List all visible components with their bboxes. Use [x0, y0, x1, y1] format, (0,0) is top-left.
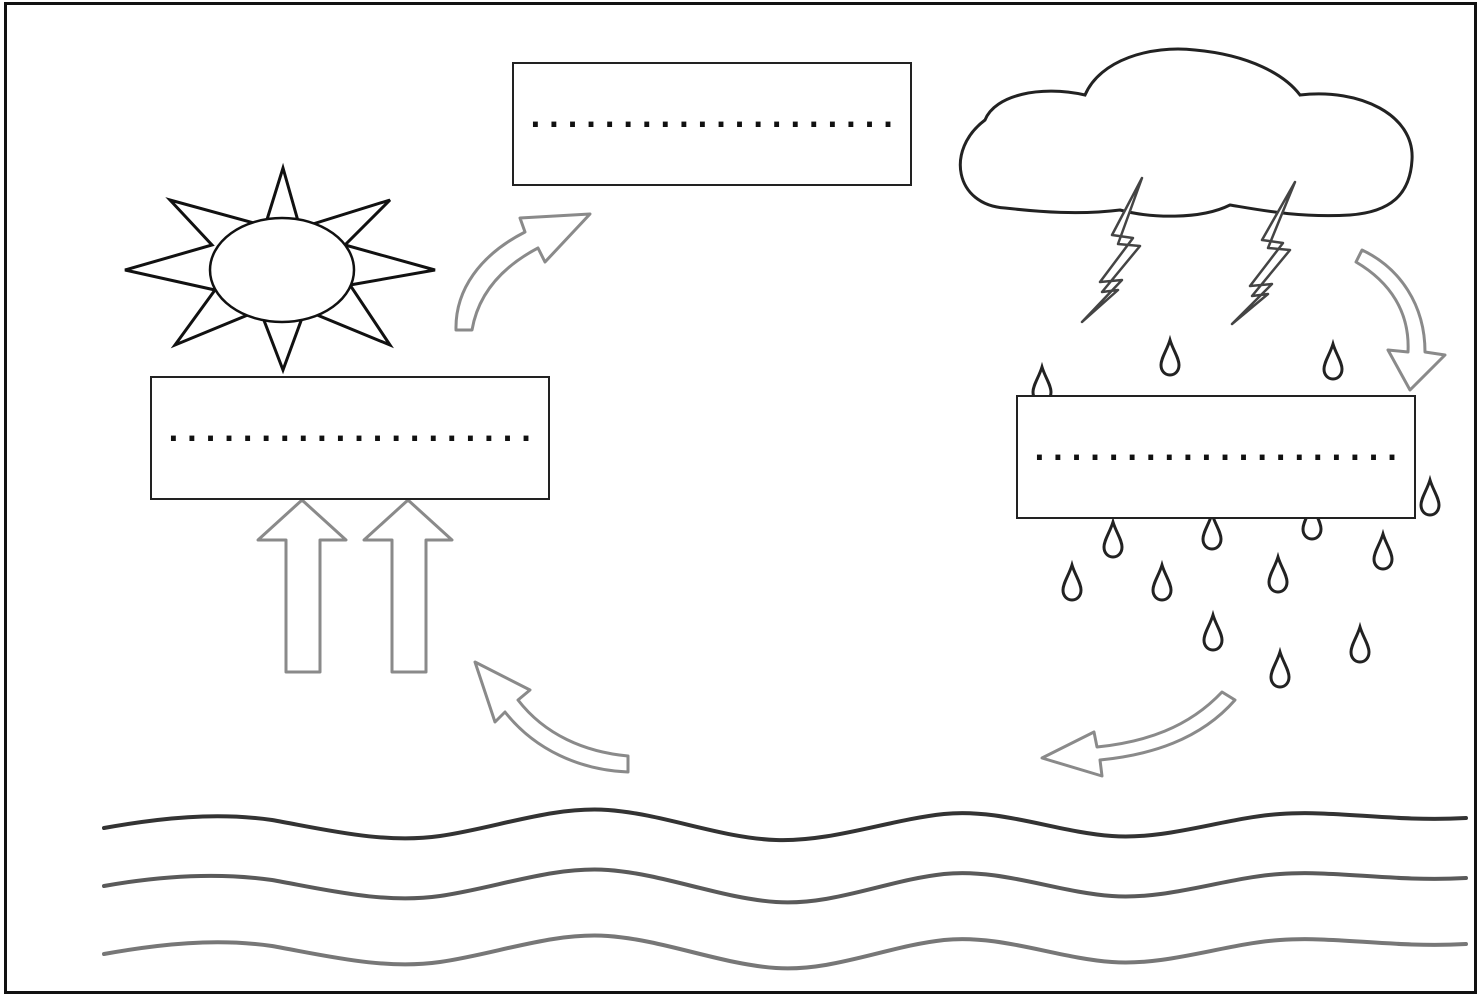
answer-box-top[interactable]: ....................	[512, 62, 912, 186]
answer-blank: ....................	[164, 417, 535, 447]
up-arrow-icon	[364, 500, 452, 672]
cycle-arrow-icon	[456, 214, 590, 330]
answer-box-right[interactable]: ....................	[1016, 395, 1416, 519]
up-arrow-icon	[258, 500, 346, 672]
sun-icon	[125, 168, 435, 370]
cycle-arrow-icon	[475, 662, 628, 772]
sea-waves	[104, 810, 1466, 969]
answer-blank: ....................	[526, 103, 897, 133]
answer-blank: ....................	[1030, 436, 1401, 466]
cycle-arrow-icon	[1042, 692, 1235, 776]
sun-disc	[210, 218, 354, 322]
wave-line	[104, 810, 1466, 841]
wave-line	[104, 936, 1466, 969]
cycle-arrow-icon	[1356, 250, 1445, 390]
wave-line	[104, 870, 1466, 903]
cloud-icon	[960, 49, 1412, 216]
answer-box-left[interactable]: ....................	[150, 376, 550, 500]
